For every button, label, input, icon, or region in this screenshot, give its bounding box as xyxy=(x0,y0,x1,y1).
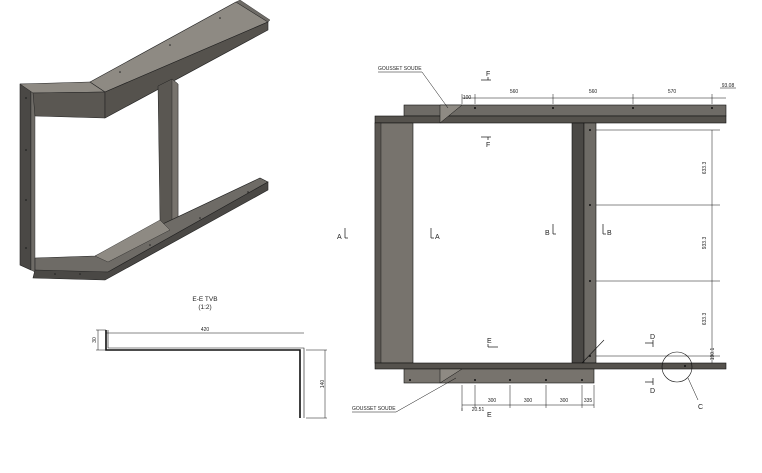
section-scale: (1:2) xyxy=(198,304,211,311)
dim-profile-height-top: 30 xyxy=(92,337,98,343)
section-mark-a-left: A xyxy=(337,234,342,241)
gusset-label-top: GOUSSET SOUDE xyxy=(378,66,422,72)
dim-bottom-2: 300 xyxy=(524,398,533,404)
section-mark-b-left: B xyxy=(545,230,550,237)
dim-top-1: 100 xyxy=(463,95,472,101)
section-mark-e-top: E xyxy=(487,338,492,345)
section-mark-b-right: B xyxy=(607,230,612,237)
section-mark-a-right: A xyxy=(435,234,440,241)
isometric-view xyxy=(19,0,271,281)
dim-bottom-1: 300 xyxy=(488,398,497,404)
dim-top-5: 93.08 xyxy=(722,83,735,89)
section-mark-d-top: D xyxy=(650,334,655,341)
detail-mark-c: C xyxy=(698,404,703,411)
dim-top-3: 560 xyxy=(589,89,598,95)
section-view-ee: E-E TVB (1:2) 30 420 140 xyxy=(92,296,327,419)
section-mark-f-top: F xyxy=(486,71,490,78)
front-view: 100 560 560 570 93.08 633.3 933.3 633.3 … xyxy=(337,66,736,419)
section-title: E-E TVB xyxy=(192,296,217,303)
section-mark-d-bottom: D xyxy=(650,388,655,395)
dim-right-2: 933.3 xyxy=(702,237,708,250)
section-mark-e-bottom: E xyxy=(487,412,492,419)
dim-right-3: 633.3 xyxy=(702,313,708,326)
dim-bottom-5: 20.51 xyxy=(472,407,485,413)
section-mark-f-bottom: F xyxy=(486,142,490,149)
dim-right-1: 633.3 xyxy=(702,162,708,175)
dim-bottom-3: 300 xyxy=(560,398,569,404)
dim-right-4: 190.1 xyxy=(710,348,716,361)
gusset-label-bottom: GOUSSET SOUDE xyxy=(352,406,396,412)
dim-profile-length: 420 xyxy=(201,327,210,333)
dim-profile-height-right: 140 xyxy=(320,380,326,389)
dim-top-4: 570 xyxy=(668,89,677,95)
dim-top-2: 560 xyxy=(510,89,519,95)
dim-bottom-4: 335 xyxy=(584,398,593,404)
